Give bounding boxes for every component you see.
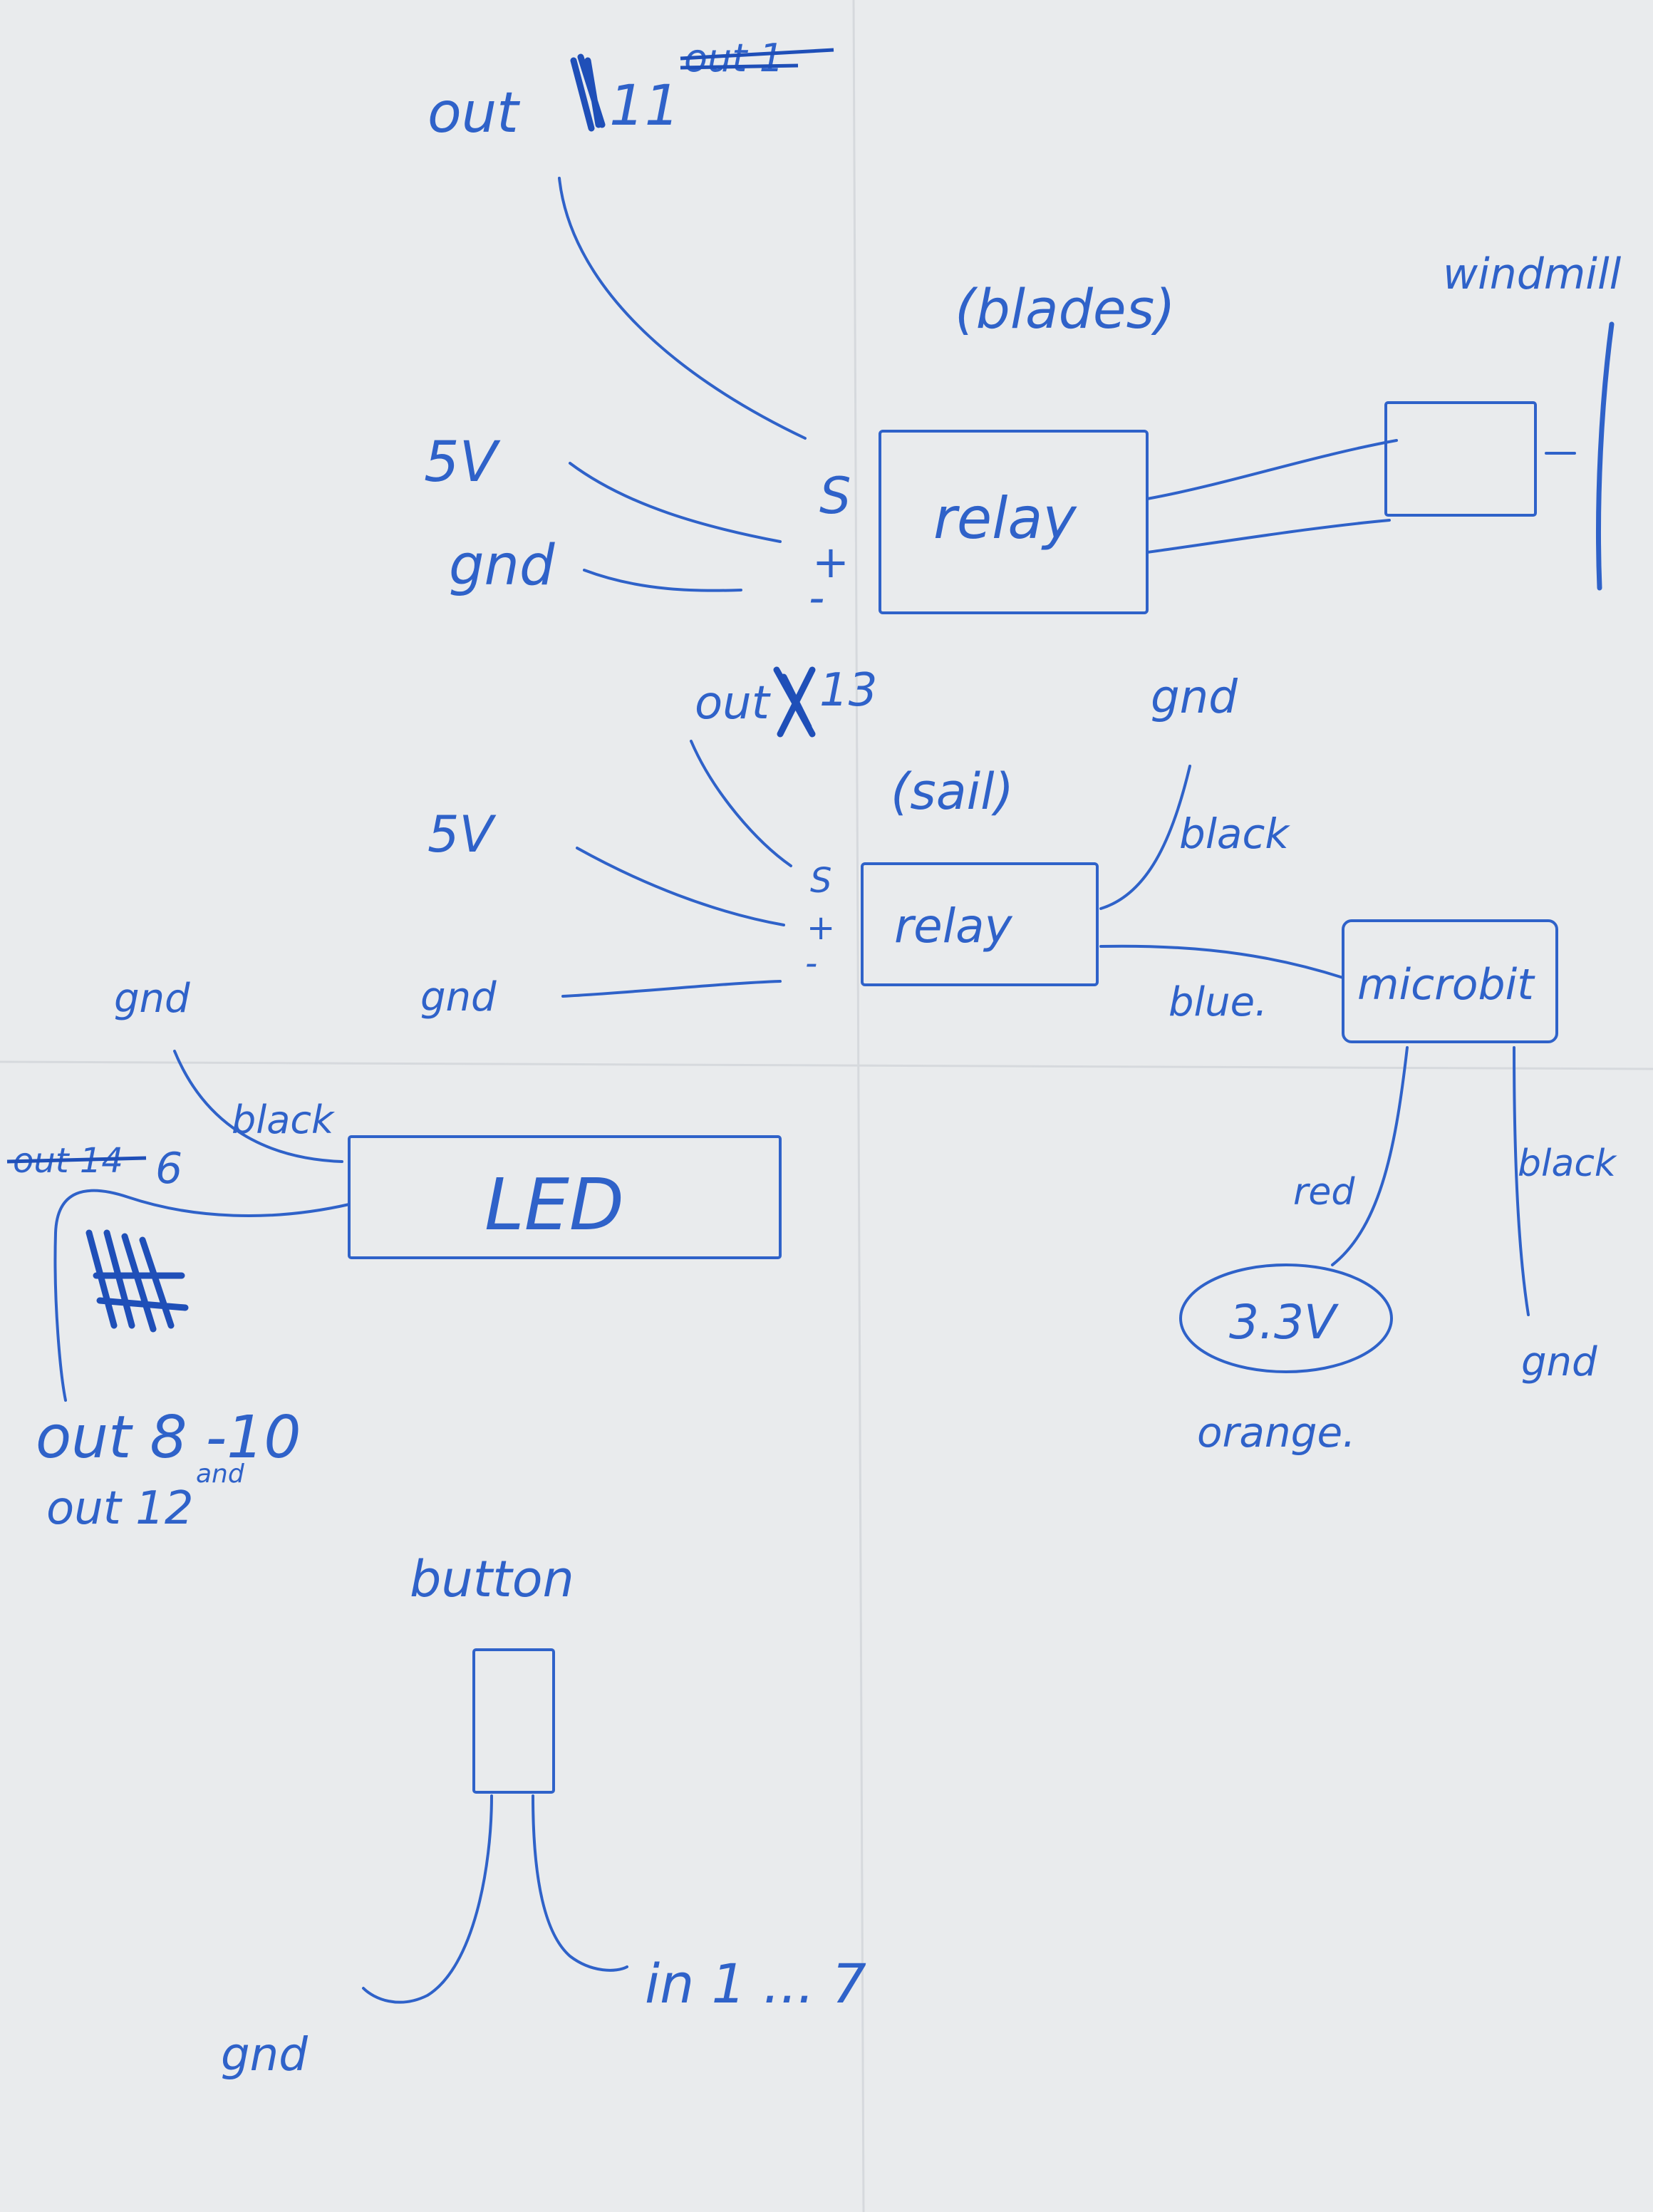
sail-blue-wire [1099, 944, 1344, 979]
blades-out-strike-2 [680, 63, 799, 70]
button-input-wire [532, 1794, 628, 1972]
microbit-red-wire [1331, 1046, 1409, 1266]
sail-out-label: out [695, 677, 772, 730]
sail-relay-section: out 13 (sail) 5V gnd S + - relay gnd bla… [420, 664, 1344, 1025]
blades-relay-label: relay [933, 485, 1077, 552]
led-note-scribble [86, 1229, 189, 1333]
blades-pin-plus: + [812, 536, 849, 588]
led-pin-strike [6, 1156, 147, 1164]
microbit-3v3-label: 3.3V [1229, 1295, 1339, 1350]
blades-relay-box [879, 430, 1149, 614]
paper-fold-horizontal [0, 1060, 1653, 1070]
sail-pin-s: S [810, 861, 831, 901]
sail-5v-wire [576, 847, 785, 926]
blades-signal-wire [558, 177, 807, 440]
led-and: and [196, 1459, 245, 1489]
led-box [348, 1135, 782, 1259]
led-out-12: out 12 [46, 1482, 194, 1535]
blades-motor-wire-bottom [1146, 519, 1391, 554]
windmill-blade [1596, 321, 1615, 591]
blades-out-label: out [428, 81, 520, 145]
windmill-motor-box [1384, 401, 1537, 517]
windmill: windmill [1384, 249, 1622, 591]
windmill-label: windmill [1443, 249, 1622, 299]
led-label: LED [484, 1163, 624, 1246]
led-out-range: out 8 -10 [36, 1404, 301, 1472]
microbit-gnd-label: gnd [1521, 1339, 1597, 1385]
button-gnd-wire [362, 1794, 493, 2004]
sail-blue-label: blue. [1168, 979, 1268, 1025]
led-signal-wire [53, 1189, 351, 1402]
button-input-label: in 1 ... 7 [645, 1952, 866, 2015]
sail-5v-label: 5V [428, 805, 497, 864]
sail-black-label: black [1179, 810, 1290, 858]
button-section: button gnd in 1 ... 7 [221, 1550, 866, 2082]
blades-motor-wire-top [1146, 439, 1398, 500]
sail-black-wire [1099, 765, 1191, 910]
button-box [472, 1648, 555, 1794]
sail-out-scribble [773, 666, 816, 738]
blades-out-value: 11 [609, 74, 680, 138]
blades-out-strike [680, 48, 834, 61]
sail-title: (sail) [891, 763, 1014, 821]
microbit-label: microbit [1357, 960, 1535, 1010]
sail-relay-box [861, 862, 1099, 986]
led-black-label: black [232, 1097, 336, 1142]
blades-5v-label: 5V [424, 430, 501, 495]
microbit-orange-label: orange. [1197, 1408, 1356, 1457]
button-gnd-label: gnd [221, 2029, 308, 2082]
blades-pin-s: S [819, 467, 851, 525]
blades-title: (blades) [955, 277, 1176, 341]
microbit-section: microbit red 3.3V orange. black gnd [1179, 919, 1617, 1457]
button-label: button [410, 1550, 574, 1608]
sail-gnd-wire [561, 980, 782, 998]
blades-relay-section: out 11 out 1 (blades) 5V gnd S + - relay [424, 36, 1398, 624]
led-black-wire [173, 1050, 343, 1163]
microbit-box [1342, 919, 1558, 1043]
sail-right-gnd-label: gnd [1151, 671, 1238, 724]
microbit-3v3-ring [1179, 1263, 1393, 1373]
sail-out-value: 13 [819, 664, 877, 717]
blades-5v-wire [569, 462, 782, 543]
blades-out-scribble [570, 53, 606, 132]
sail-relay-label: relay [894, 899, 1013, 953]
led-pin-value: 6 [155, 1144, 182, 1194]
sail-gnd-label: gnd [420, 974, 497, 1020]
sail-signal-wire [690, 740, 792, 867]
microbit-black-label: black [1518, 1142, 1617, 1185]
sail-pin-minus: - [805, 944, 817, 983]
blades-gnd-label: gnd [449, 534, 555, 598]
led-gnd-label: gnd [114, 976, 190, 1022]
microbit-black-wire [1513, 1046, 1530, 1316]
sail-pin-plus: + [807, 908, 835, 948]
blades-pin-minus: - [809, 572, 824, 624]
led-section: gnd black out 14 6 LED out 8 -10 and out… [6, 976, 782, 1535]
microbit-red-label: red [1293, 1171, 1355, 1214]
blades-gnd-wire [583, 569, 742, 592]
paper-fold-vertical [852, 0, 865, 2212]
